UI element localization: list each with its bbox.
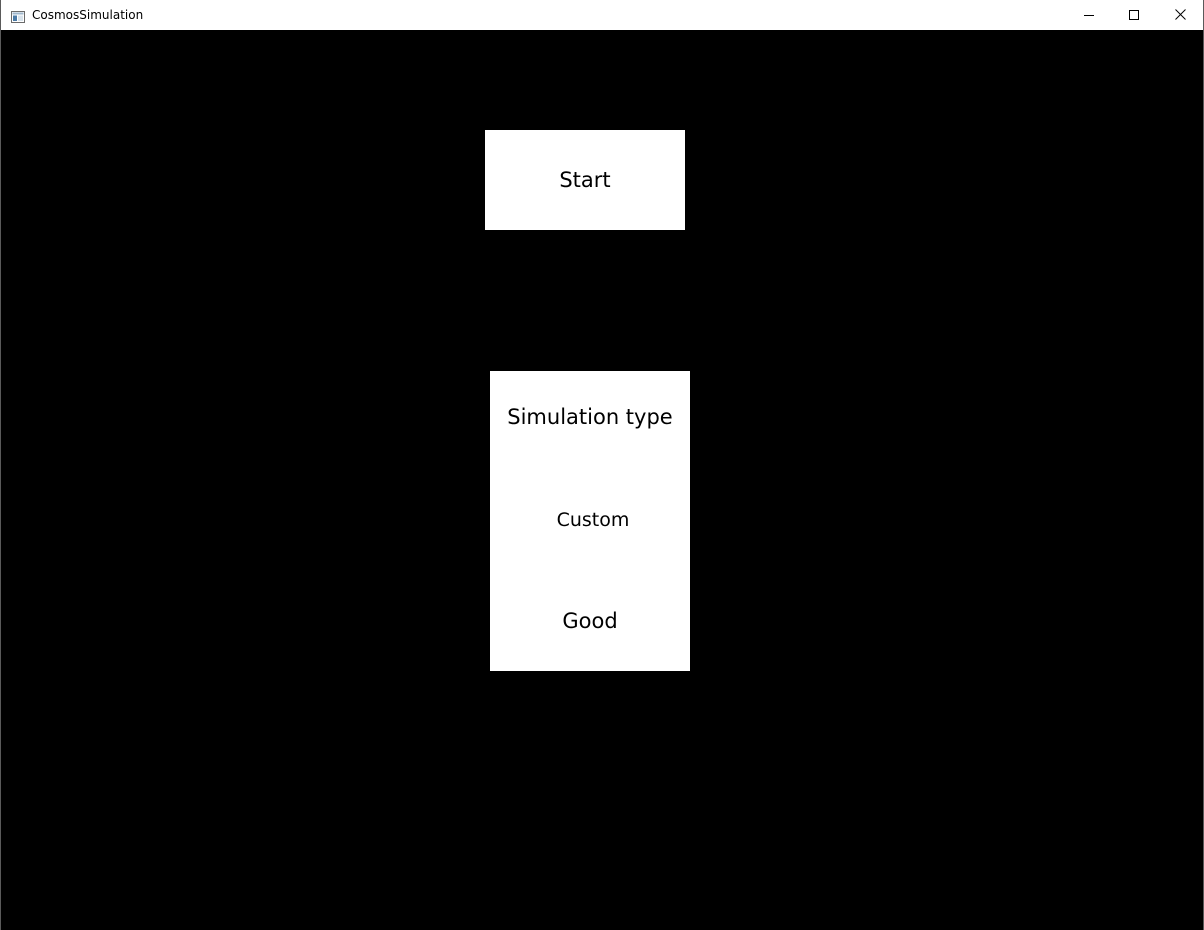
start-button[interactable]: Start xyxy=(485,130,685,230)
window-title: CosmosSimulation xyxy=(32,8,144,22)
minimize-button[interactable] xyxy=(1066,0,1112,29)
maximize-button[interactable] xyxy=(1111,0,1157,29)
close-button[interactable] xyxy=(1157,0,1203,29)
simulation-option-custom[interactable]: Custom xyxy=(556,509,630,531)
maximize-icon xyxy=(1129,9,1139,20)
close-icon xyxy=(1174,9,1186,20)
title-bar[interactable]: CosmosSimulation xyxy=(1,0,1203,30)
simulation-option-good[interactable]: Good xyxy=(562,609,618,633)
app-window-icon xyxy=(11,8,25,23)
simulation-canvas: Start Simulation type Custom Good xyxy=(1,30,1203,930)
simulation-type-panel: Simulation type Custom Good xyxy=(490,371,690,671)
simulation-type-title: Simulation type xyxy=(507,405,673,429)
minimize-icon xyxy=(1084,10,1094,20)
